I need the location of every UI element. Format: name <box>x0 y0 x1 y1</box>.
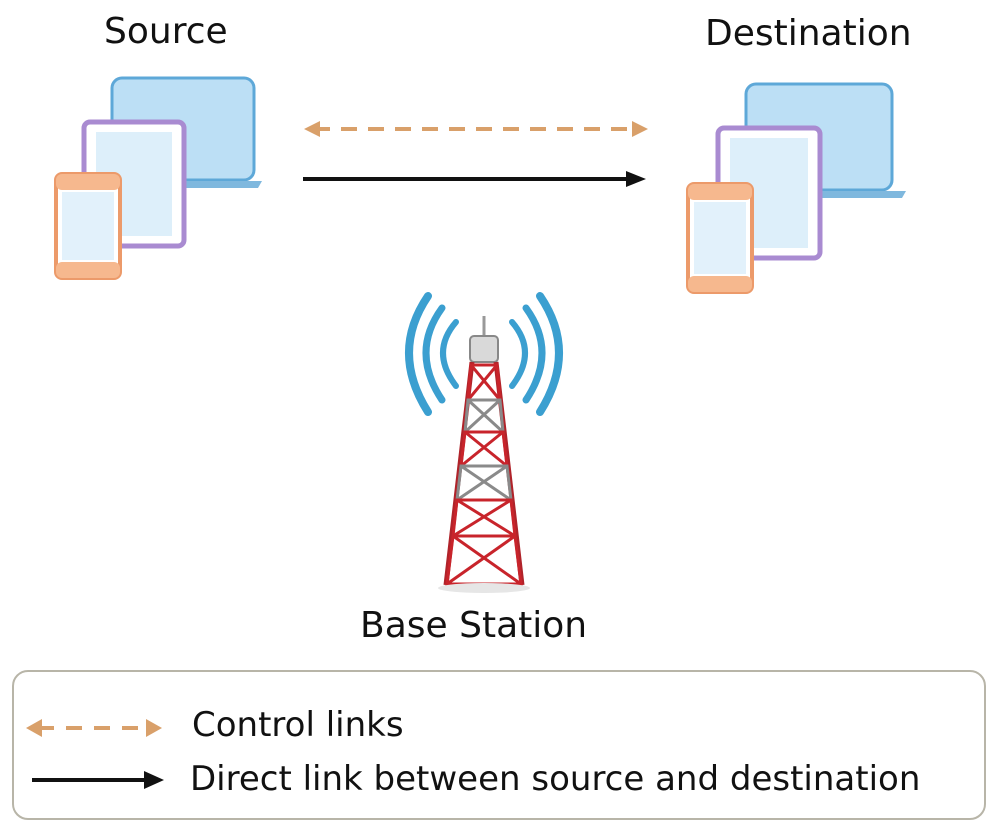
phone-icon <box>686 182 754 294</box>
destination-label: Destination <box>705 13 912 54</box>
signal-waves-icon <box>405 292 563 416</box>
direct-link-arrow <box>303 171 646 187</box>
phone-icon <box>54 172 122 280</box>
legend-control-links: Control links <box>192 705 404 745</box>
source-devices-icon <box>54 76 262 280</box>
source-label: Source <box>104 11 228 52</box>
legend <box>12 670 986 820</box>
cell-tower-icon <box>405 292 563 593</box>
legend-direct-link: Direct link between source and destinati… <box>190 759 921 799</box>
legend-control-arrow-icon <box>26 719 162 737</box>
destination-devices-icon <box>686 82 906 294</box>
legend-direct-arrow-icon <box>32 771 164 789</box>
control-link-arrow <box>304 121 648 137</box>
base-station-label: Base Station <box>360 605 588 646</box>
